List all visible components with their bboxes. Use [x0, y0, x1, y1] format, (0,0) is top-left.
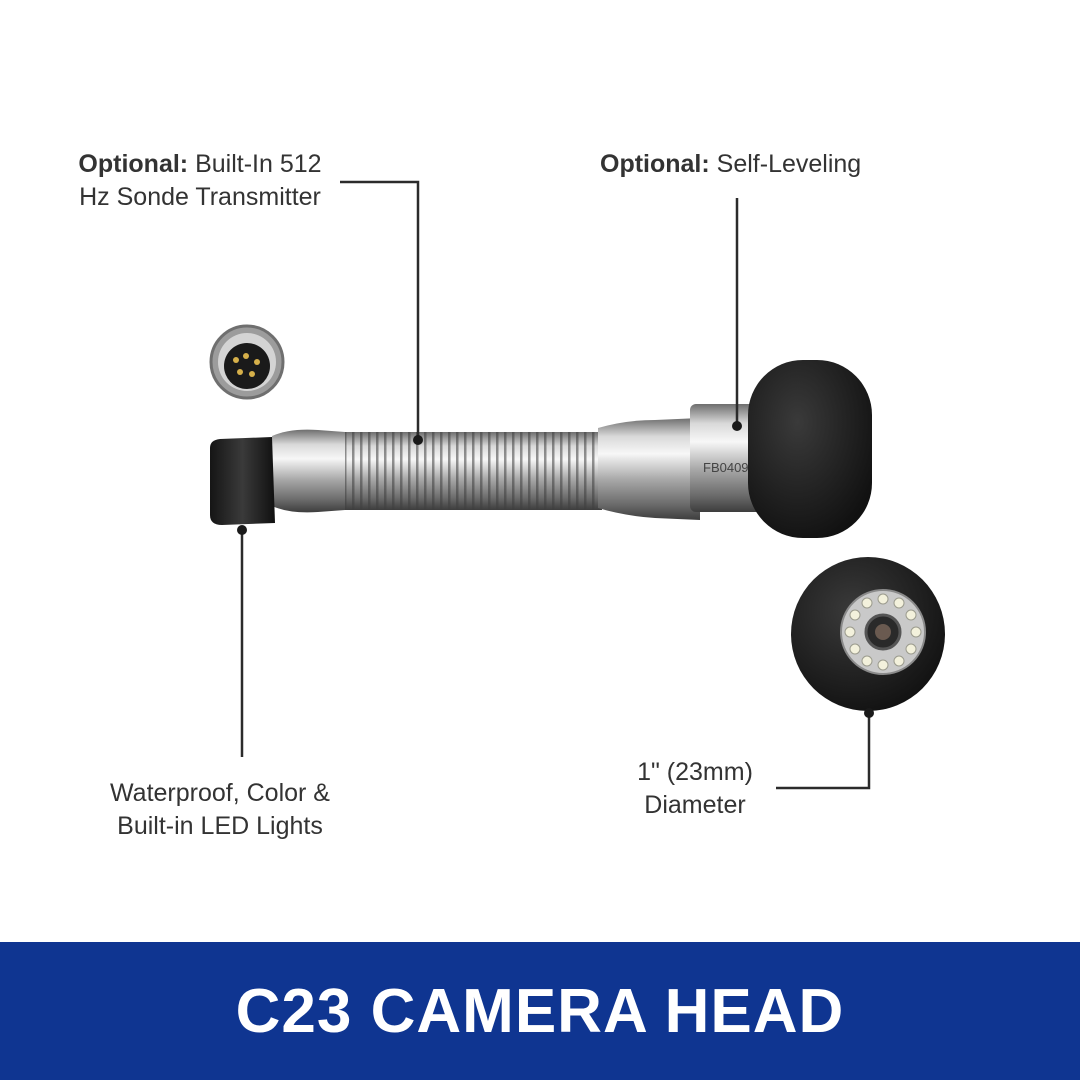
title-banner: C23 CAMERA HEAD [0, 942, 1080, 1080]
callout-diameter-line1: 1" (23mm) [637, 758, 753, 786]
callout-diameter: 1" (23mm) Diameter [600, 756, 790, 822]
callout-optional-prefix: Optional: [78, 150, 189, 178]
camera-head-side-view: FB0409 [210, 360, 872, 538]
callout-led-line1: Waterproof, Color & [110, 779, 330, 807]
banner-title: C23 CAMERA HEAD [235, 976, 845, 1046]
callout-diameter-line2: Diameter [644, 791, 746, 819]
leader-dots [237, 421, 874, 718]
led-ring [844, 593, 922, 671]
callout-self-leveling-text: Self-Leveling [709, 150, 862, 178]
callout-led-lights: Waterproof, Color & Built-in LED Lights [70, 777, 370, 843]
serial-marking: FB0409 [703, 460, 749, 475]
callout-self-leveling: Optional: Self-Leveling [600, 148, 861, 181]
leader-lines [240, 180, 871, 790]
camera-front-view [791, 557, 945, 711]
callout-optional-prefix: Optional: [600, 150, 710, 178]
callout-sonde-transmitter: Optional: Built-In 512 Hz Sonde Transmit… [40, 148, 360, 214]
callout-led-line2: Built-in LED Lights [117, 812, 323, 840]
callout-sonde-line2: Hz Sonde Transmitter [79, 183, 321, 211]
connector-pins-view [209, 324, 285, 400]
callout-sonde-line1: Built-In 512 [188, 150, 322, 178]
